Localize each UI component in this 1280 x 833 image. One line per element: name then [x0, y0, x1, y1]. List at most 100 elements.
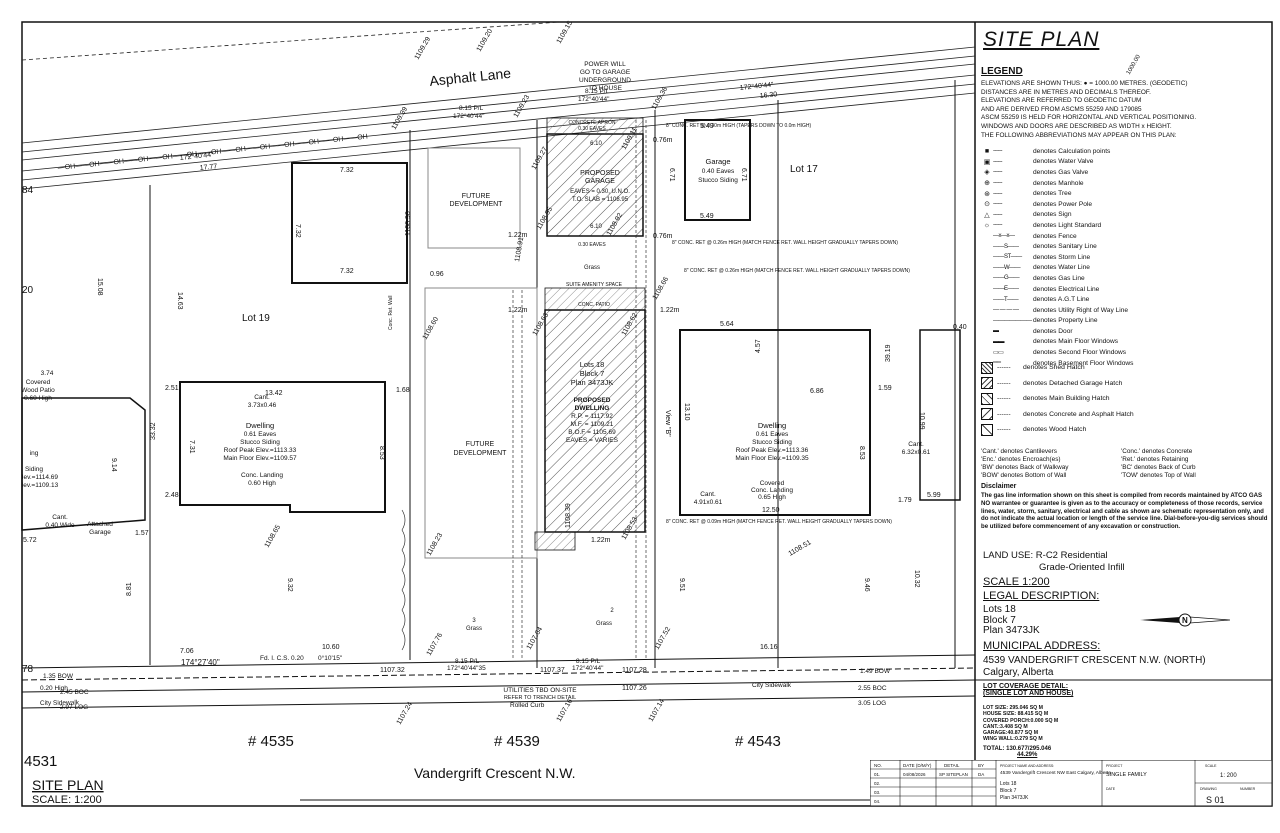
abbr-bc: 'BC' denotes Back of Curb	[1121, 464, 1196, 471]
power-note-4: TO HOUSE	[588, 85, 622, 92]
dim-706: 7.06	[180, 648, 194, 655]
legend-item: ——T——denotes A.G.T Line	[981, 294, 1171, 305]
property-lines	[21, 80, 976, 709]
lane-bearing: 172°40'44"	[179, 151, 214, 162]
coverage-4: CANT.:3.408 SQ M	[983, 723, 1028, 730]
elev-1: 1109.29	[414, 36, 433, 61]
dim-159: 1.59	[878, 385, 892, 392]
bow-left: 1.35 BOW	[43, 673, 74, 680]
dim-1250: 12.50	[762, 507, 780, 514]
hatch-swatch-icon	[981, 408, 993, 421]
elev-30: 1107.14	[648, 698, 667, 723]
dim-686: 6.86	[810, 388, 824, 395]
legend-line: ——W——	[993, 264, 1021, 271]
bow-right: 1.49 BOW	[860, 668, 891, 675]
legend-line: — — — —	[993, 307, 1019, 314]
tb-h-scale: SCALE	[1205, 764, 1217, 768]
hatch-swatch-icon	[981, 377, 993, 390]
tb-h-by: BY	[978, 763, 984, 768]
ret-wall-3: 8" CONC. RET @ 0.26m HIGH (MATCH FENCE R…	[684, 268, 910, 274]
legend-label: denotes Door	[1033, 327, 1073, 335]
front-pl-1: 8.15 P/L	[455, 658, 480, 665]
concrete-apron	[546, 117, 644, 135]
conc-patio	[544, 287, 646, 311]
abbr-bw: 'BW' denotes Back of Walkway	[981, 464, 1069, 471]
dim-951: 9.51	[678, 578, 685, 592]
utilities-2: REFER TO TRENCH DETAIL	[504, 695, 576, 701]
covered-landing-3: 0.65 High	[758, 494, 786, 501]
city-sidewalk-left: City Sidewalk	[40, 699, 80, 707]
legend-list: ■------denotes Calculation points▣------…	[981, 146, 1171, 368]
lot17-garage	[684, 119, 751, 221]
legend-label: denotes Property Line	[1033, 317, 1098, 325]
proposed-garage	[546, 133, 644, 237]
dim-20: 20	[22, 285, 34, 296]
dim-610b: 6.10	[590, 224, 602, 230]
tb-date-1: 04/08/2026	[903, 772, 926, 777]
dim-610a: 6.10	[590, 141, 602, 147]
covered-patio-1: Covered	[26, 379, 51, 386]
front-pl-bearing-2: 172°40'44"	[572, 664, 604, 672]
far-left-dwelling	[21, 397, 146, 531]
left-dwelling-3: Stucco Siding	[240, 439, 280, 446]
hatch-item: ------denotes Detached Garage Hatch	[981, 376, 1134, 392]
legend-label: denotes Second Floor Windows	[1033, 349, 1127, 357]
abbreviations: 'Cant.' denotes Cantilevers 'Enc.' denot…	[981, 448, 1271, 480]
lot-labels: Lot 17 Lot 19	[242, 164, 818, 324]
tb-sheet: S 01	[1206, 795, 1225, 805]
suite-amenity: SUITE AMENITY SPACE	[566, 282, 623, 288]
left-partial-2: Siding	[25, 466, 43, 473]
tb-legal-3: Plan 3473JK	[1000, 795, 1029, 801]
dimension-labels: 7.06 10.60 16.16 7.32 7.32 7.32 5.49 5.4…	[22, 123, 967, 675]
dim-731: 7.31	[188, 440, 195, 454]
legend-label: denotes Fence	[1033, 232, 1077, 240]
lot-center-1: Lots 18	[580, 360, 605, 369]
coverage-3: COVERED PORCH:0.000 SQ M	[983, 717, 1059, 724]
legend-label: denotes Basement Floor Windows	[1033, 359, 1134, 367]
front-bearing: 174°27'40"	[181, 658, 220, 667]
legal-description: Lots 18 Block 7 Plan 3473JK	[983, 604, 1040, 637]
dwelling-2: DWELLING	[575, 405, 610, 412]
municipal-address: 4539 VANDERGRIFT CRESCENT N.W. (NORTH) C…	[983, 655, 1206, 678]
legend-line: —x—x—	[993, 233, 1015, 240]
legend-line: ------	[993, 169, 1003, 176]
grass-right: Grass	[596, 621, 612, 627]
legend-item: ▣------denotes Water Valve	[981, 157, 1171, 168]
legend-item: ══denotes Basement Floor Windows	[981, 358, 1171, 369]
power-note-3: UNDERGROUND	[579, 77, 631, 84]
hatch-item: ------denotes Concrete and Asphalt Hatch	[981, 407, 1134, 423]
elev-22: 1107.64	[526, 626, 545, 651]
legend-item: —x—x— denotes Fence	[981, 231, 1171, 242]
tb-legal-2: Block 7	[1000, 788, 1017, 794]
legend-line: ———————	[993, 317, 1032, 324]
coverage-2: HOUSE SIZE: 88.415 SQ M	[983, 711, 1049, 718]
dim-572: 5.72	[23, 537, 37, 544]
elev-2: 1109.20	[476, 28, 495, 53]
legend-label: denotes Main Floor Windows	[1033, 338, 1119, 346]
cant-right-1: Cant.	[700, 491, 716, 498]
left-dwelling-4: Roof Peak Elev.=1113.33	[224, 447, 297, 454]
future-dev-2: DEVELOPMENT	[450, 201, 504, 208]
hatch-dash: ------	[997, 379, 1011, 387]
power-note-1: POWER WILL	[584, 61, 626, 68]
hatch-item: ------denotes Shed Hatch	[981, 360, 1134, 376]
coverage-total-value: TOTAL: 130.677/295.046	[983, 746, 1052, 752]
legend-line: ▬	[993, 328, 999, 335]
garage-label-1: PROPOSED	[580, 170, 620, 177]
plan-notes: ELEVATIONS ARE SHOWN THUS: ● = 1000.00 M…	[981, 80, 1271, 140]
legend-line: ------	[993, 222, 1003, 229]
dim-1099: 10.99	[918, 412, 925, 430]
dim-457: 4.57	[755, 339, 762, 353]
legend-label: denotes Power Pole	[1033, 200, 1093, 208]
ret-wall-1: 8" CONC. RET @ 0.30m HIGH (TAPERS DOWN T…	[666, 123, 811, 129]
eaves-030-top: 0.30 EAVES	[578, 126, 606, 132]
conc-patio-label: CONC. PATIO	[578, 302, 610, 308]
legend-label: denotes Light Standard	[1033, 221, 1102, 229]
elev-21: 1107.76	[426, 632, 445, 657]
dim-1508: 15.08	[96, 278, 103, 296]
elev-3: 1109.15	[556, 20, 575, 45]
legal-heading: LEGAL DESCRIPTION:	[983, 590, 1100, 602]
garage17-1: Garage	[705, 157, 730, 166]
conc-landing-2: 0.60 High	[248, 480, 276, 487]
